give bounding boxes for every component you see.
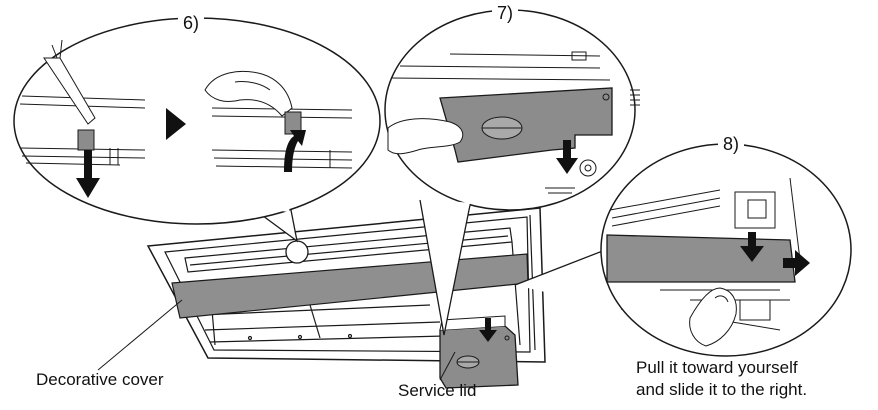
slide-right-arrow-icon (783, 250, 810, 276)
callout-step6 (13, 17, 381, 243)
pull-toward-arrow-icon (740, 232, 764, 262)
next-step-triangle-icon (166, 108, 186, 140)
step7-number: 7) (492, 2, 519, 24)
step8-number: 8) (718, 133, 745, 155)
decorative-cover-label: Decorative cover (36, 370, 164, 389)
instruction-line2: and slide it to the right. (636, 380, 808, 399)
decorative-cover-leader (97, 299, 183, 371)
service-lid-leader (439, 351, 456, 381)
service-lid-label: Service lid (398, 381, 477, 400)
clip-location-marker (285, 240, 309, 264)
callout-step7 (384, 9, 640, 336)
callout-step8 (514, 143, 852, 357)
pull-down-arrow-icon (76, 150, 100, 198)
service-lid-part (439, 315, 519, 389)
instruction-line1: Pull it toward yourself (636, 358, 798, 377)
down-arrow-icon (479, 318, 497, 342)
slide-down-arrow-icon (556, 140, 578, 174)
lift-up-arrow-icon (284, 130, 306, 172)
step6-number: 6) (178, 12, 205, 34)
